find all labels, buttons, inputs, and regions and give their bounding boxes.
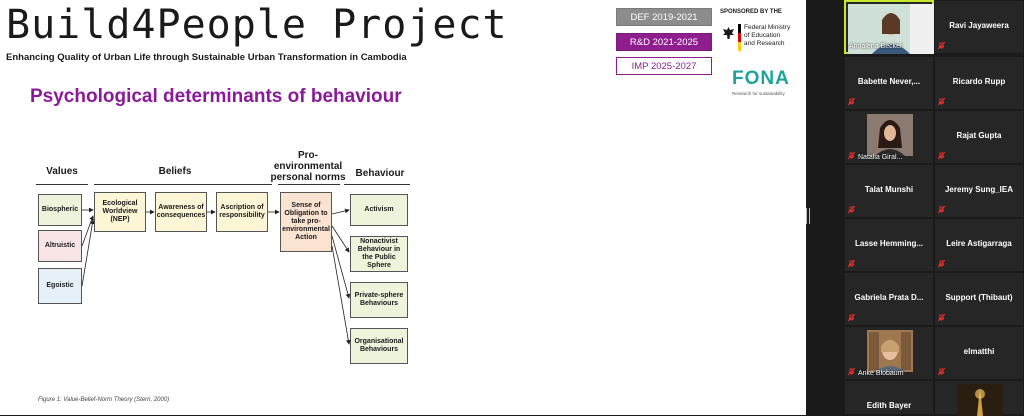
participant-name: Babette Never,...: [857, 77, 921, 86]
participant-name: Anke Blobaum: [858, 370, 904, 377]
muted-mic-icon: [938, 42, 945, 50]
participant-name: Jeremy Sung_IEA: [944, 185, 1014, 194]
german-flag-icon: [738, 24, 741, 51]
value-egoistic: Egoistic: [38, 268, 82, 304]
behaviour-nonactivist: Nonactivist Behaviour in the Public Sphe…: [350, 236, 408, 272]
muted-mic-icon: [938, 98, 945, 106]
participant-tile[interactable]: elmatthi: [934, 326, 1024, 380]
resize-handle[interactable]: [806, 208, 810, 224]
participant-name: Natalia Giral...: [858, 154, 903, 161]
header-underline: [94, 184, 272, 185]
participant-tile[interactable]: Support (Thibaut): [934, 272, 1024, 326]
participant-name: Rajat Gupta: [956, 131, 1002, 140]
video-feed-icon: [867, 114, 913, 156]
participant-name: Ravi Jayaweera: [949, 21, 1009, 30]
norm-obligation: Sense of Obligation to take pro-environm…: [280, 192, 332, 252]
participant-name: Leire Astigarraga: [946, 239, 1012, 248]
participant-tile[interactable]: Natalia Giral...: [844, 110, 934, 164]
behaviour-organisational: Organisational Behaviours: [350, 328, 408, 364]
phase-imp-badge: IMP 2025-2027: [616, 57, 712, 75]
participant-video: [848, 4, 934, 54]
muted-mic-icon: [938, 260, 945, 268]
participant-video: [957, 384, 1003, 416]
panel-divider: [806, 0, 844, 415]
slide-title: Build4People Project: [6, 2, 508, 48]
header-underline: [36, 184, 88, 185]
participant-tile[interactable]: Ravi Jayaweera: [934, 0, 1024, 54]
behaviour-activism: Activism: [350, 194, 408, 226]
belief-ascription: Ascription of responsibility: [216, 192, 268, 232]
fona-tagline: Research for sustainability: [732, 91, 785, 96]
header-beliefs: Beliefs: [158, 166, 192, 177]
participant-tile[interactable]: Rajat Gupta: [934, 110, 1024, 164]
muted-mic-icon: [938, 152, 945, 160]
participant-name: Ricardo Rupp: [952, 77, 1006, 86]
figure-caption: Figure 1: Value-Belief-Norm Theory (Ster…: [38, 397, 170, 403]
muted-mic-icon: [938, 368, 945, 376]
video-feed-icon: [957, 384, 1003, 416]
fona-logo: FONA: [732, 68, 790, 89]
participant-tile[interactable]: Lasse Hemming...: [844, 218, 934, 272]
participant-name: Talat Munshi: [864, 185, 914, 194]
participant-tile[interactable]: Gabriela Prata D...: [844, 272, 934, 326]
header-values: Values: [46, 166, 78, 177]
participant-name: Support (Thibaut): [945, 293, 1013, 302]
participant-name: Edith Bayer: [866, 401, 912, 410]
participant-tile[interactable]: Anke Blobaum: [844, 326, 934, 380]
header-underline: [344, 184, 410, 185]
header-underline: [278, 184, 340, 185]
participant-tile[interactable]: Edith Bayer: [844, 380, 934, 415]
participant-video: [867, 114, 913, 156]
muted-mic-icon: [848, 260, 855, 268]
participant-tile[interactable]: [934, 380, 1024, 416]
ministry-name: Federal Ministry of Education and Resear…: [744, 24, 791, 47]
phase-rd-badge: R&D 2021-2025: [616, 33, 712, 51]
behaviour-private-sphere: Private-sphere Behaviours: [350, 282, 408, 318]
muted-mic-icon: [848, 98, 855, 106]
muted-mic-icon: [848, 152, 855, 160]
slide-heading: Psychological determinants of behaviour: [30, 86, 402, 107]
participant-name: Annalena Becker: [849, 43, 903, 50]
value-biospheric: Biospheric: [38, 194, 82, 226]
federal-eagle-icon: [723, 27, 734, 39]
muted-mic-icon: [848, 314, 855, 322]
muted-mic-icon: [938, 206, 945, 214]
sponsor-header: SPONSORED BY THE: [720, 9, 782, 15]
participant-tile[interactable]: Jeremy Sung_IEA: [934, 164, 1024, 218]
participant-tile[interactable]: Leire Astigarraga: [934, 218, 1024, 272]
video-feed-icon: [867, 330, 913, 372]
participant-tile[interactable]: Annalena Becker: [844, 0, 934, 54]
header-behaviour: Behaviour: [355, 168, 405, 179]
belief-awareness: Awareness of consequences: [155, 192, 207, 232]
participant-name: Gabriela Prata D...: [854, 293, 924, 302]
participant-name: elmatthi: [963, 347, 995, 356]
video-feed-icon: [848, 4, 934, 54]
participant-tile[interactable]: Talat Munshi: [844, 164, 934, 218]
phase-def-badge: DEF 2019-2021: [616, 8, 712, 26]
participant-gallery: Annalena Becker Ravi Jayaweera Babette N…: [844, 0, 1024, 416]
slide-subtitle: Enhancing Quality of Urban Life through …: [6, 52, 407, 63]
participant-name: Lasse Hemming...: [854, 239, 924, 248]
muted-mic-icon: [848, 368, 855, 376]
shared-screen-slide: Build4People Project Enhancing Quality o…: [0, 0, 806, 415]
participant-tile[interactable]: Babette Never,...: [844, 56, 934, 110]
participant-tile[interactable]: Ricardo Rupp: [934, 56, 1024, 110]
belief-nep: Ecological Worldview (NEP): [94, 192, 146, 232]
muted-mic-icon: [938, 314, 945, 322]
header-norms: Pro-environmental personal norms: [270, 150, 346, 183]
value-altruistic: Altruistic: [38, 230, 82, 262]
participant-video: [867, 330, 913, 372]
muted-mic-icon: [848, 206, 855, 214]
